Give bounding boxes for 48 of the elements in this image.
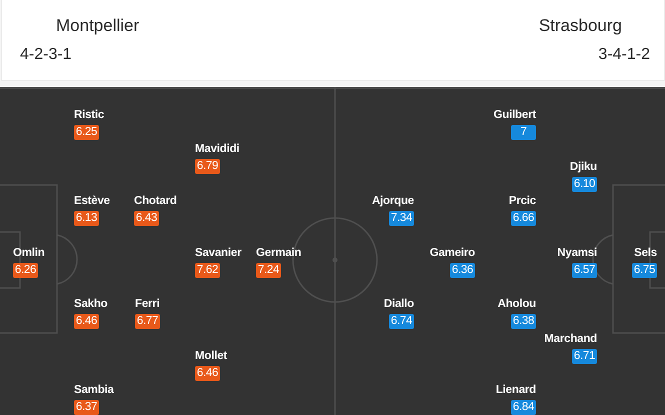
player-name: Ferri — [135, 297, 160, 311]
player-name: Nyamsi — [557, 246, 597, 260]
player-name: Djiku — [570, 160, 597, 174]
rating-badge: 7 — [511, 125, 536, 140]
rating-badge: 6.66 — [511, 211, 536, 226]
rating-badge: 6.57 — [572, 263, 597, 278]
rating-badge: 6.74 — [389, 314, 414, 329]
formation-label: 3-4-1-2 — [598, 47, 650, 63]
rating-badge: 6.43 — [134, 211, 159, 226]
player-name: Chotard — [134, 194, 177, 208]
rating-badge: 6.26 — [13, 263, 38, 278]
formation-label: 4-2-3-1 — [20, 47, 72, 63]
player-name: Marchand — [544, 332, 597, 346]
player-name: Sakho — [74, 297, 108, 311]
rating-badge: 6.79 — [195, 159, 220, 174]
rating-badge: 7.24 — [256, 263, 281, 278]
rating-badge: 6.13 — [74, 211, 99, 226]
player-name: Prcic — [508, 194, 536, 208]
rating-badge: 6.37 — [74, 400, 99, 415]
player-name: Guilbert — [494, 108, 536, 122]
team-name: Strasbourg — [538, 17, 622, 34]
team-name: Montpellier — [56, 17, 140, 34]
player-name: Gameiro — [430, 246, 475, 260]
rating-badge: 6.25 — [74, 125, 99, 140]
rating-badge: 6.75 — [632, 263, 657, 278]
player-name: Aholou — [498, 297, 536, 311]
player-name: Estève — [74, 194, 110, 208]
rating-badge: 7.34 — [389, 211, 414, 226]
rating-badge: 6.84 — [511, 400, 536, 415]
rating-badge: 6.77 — [135, 314, 160, 329]
rating-badge: 6.71 — [572, 349, 597, 364]
player-name: Lienard — [496, 383, 536, 397]
player-name: Savanier — [195, 246, 242, 260]
player-name: Germain — [256, 246, 302, 260]
player-name: Sambia — [74, 383, 114, 397]
rating-badge: 6.38 — [511, 314, 536, 329]
player-name: Sels — [634, 246, 657, 260]
rating-badge: 6.46 — [195, 366, 220, 381]
player-name: Mollet — [195, 349, 228, 363]
rating-badge: 6.46 — [74, 314, 99, 329]
player-name: Omlin — [13, 246, 45, 260]
rating-badge: 6.10 — [572, 177, 597, 192]
player-name: Ristic — [74, 108, 104, 122]
rating-badge: 6.36 — [450, 263, 475, 278]
player-name: Mavididi — [195, 142, 240, 156]
rating-badge: 7.62 — [195, 263, 220, 278]
player-name: Ajorque — [372, 194, 414, 208]
player-name: Diallo — [384, 297, 414, 311]
